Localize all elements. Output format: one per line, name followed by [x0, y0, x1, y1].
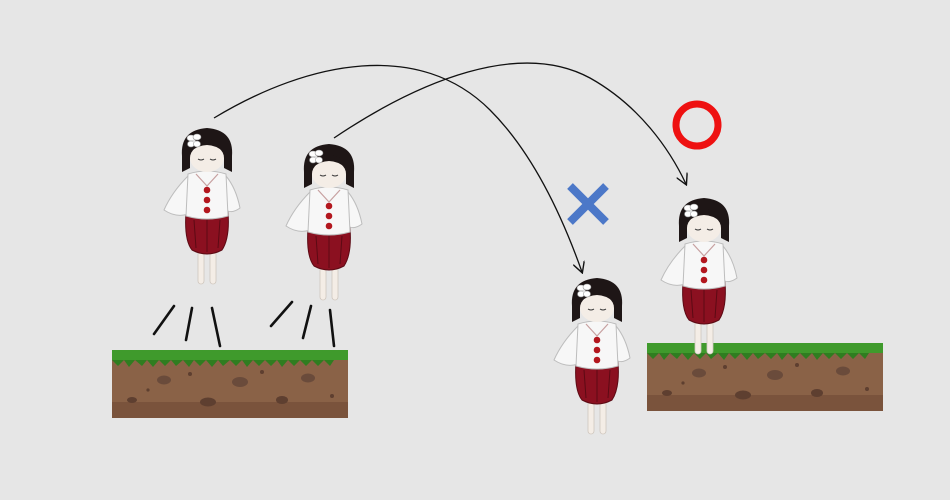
character-sprite-landed [660, 197, 738, 355]
left-ground-platform [112, 350, 348, 418]
right-ground-platform [647, 343, 883, 411]
jump-arc-arrow-long [333, 62, 686, 184]
circle-mark [672, 100, 722, 150]
jump-motion-lines [152, 300, 336, 348]
character-sprite-jumping-1 [163, 127, 241, 285]
jump-arc-arrow-short [213, 64, 582, 272]
character-sprite-jumping-2 [285, 143, 363, 301]
character-sprite-falling [553, 277, 631, 435]
cross-mark [567, 183, 609, 225]
